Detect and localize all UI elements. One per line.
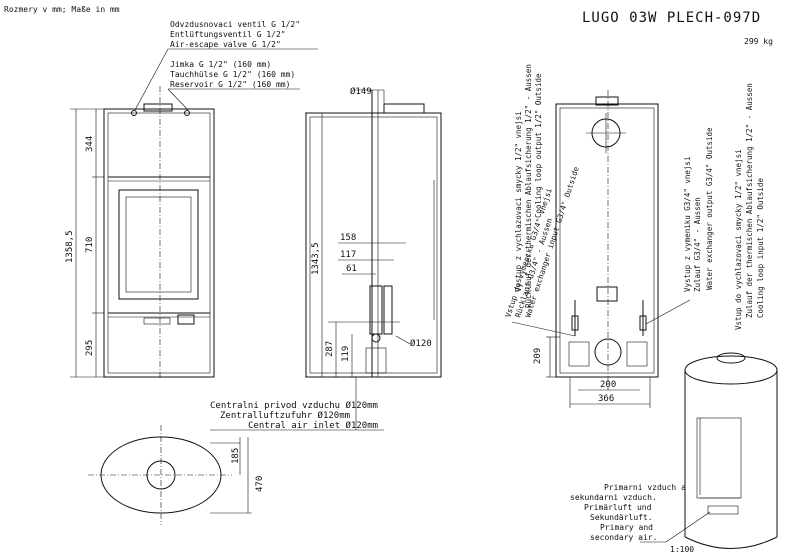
vent-label-en: Air-escape valve G 1/2" (170, 40, 281, 49)
dim-185: 185 (231, 448, 241, 464)
sensor-label-en: Reservoir G 1/2" (160 mm) (170, 80, 290, 89)
dim-dia149: Ø149 (350, 86, 372, 97)
label-d2: Zulauf der thermischen Ablaufsicherung 1… (745, 83, 754, 318)
label-c1: Vystup z vymeniku G3/4" vnejsi (683, 157, 692, 292)
rear-dimensions: 209 200 366 (533, 336, 651, 408)
dim-470: 470 (255, 476, 265, 492)
vent-label-cz: Odvzdusnovaci ventil G 1/2" (170, 20, 300, 29)
air-inlet-callout: Centralni privod vzduchu Ø120mm Zentrall… (210, 377, 384, 431)
dim-287: 287 (325, 341, 335, 357)
sensor-callout: Jimka G 1/2" (160 mm) Tauchhülse G 1/2" … (167, 60, 300, 111)
label-d1: Vstup do vychlazovaci smycky 1/2" vnejsi (734, 149, 743, 330)
dim-117: 117 (340, 250, 356, 260)
label-b1: Vystup z vychlazovaci smycky 1/2" vnejsi (514, 111, 523, 292)
primary-label-1: Primarni vzduch a (604, 483, 686, 492)
air-label-de: Zentralluftzufuhr Ø120mm (220, 410, 350, 421)
primary-label-4: Sekundärluft. (590, 513, 653, 522)
dim-dia120: Ø120 (410, 338, 432, 349)
dim-209: 209 (533, 348, 543, 364)
label-b2: Rücklauf der thermischen Ablaufsicherung… (524, 64, 533, 308)
dim-1343: 1343,5 (311, 242, 321, 275)
dim-200: 200 (600, 380, 616, 390)
side-dimensions: Ø149 1343,5 158 117 61 287 119 Ø120 (305, 86, 432, 378)
connection-labels-right: Vystup z vymeniku G3/4" vnejsi Zulauf G3… (645, 83, 765, 330)
front-view (103, 86, 215, 380)
sensor-label-de: Tauchhülse G 1/2" (160 mm) (170, 70, 295, 79)
label-c2: Zulauf G3/4" - Aussen (693, 197, 702, 292)
primary-air-callout: Primarni vzduch a sekundarni vzduch. Pri… (570, 483, 711, 543)
vent-label-de: Entlüftungsventil G 1/2" (170, 30, 286, 39)
dim-366: 366 (598, 394, 614, 404)
units-note: Rozmery v mm; Maße in mm (4, 5, 120, 14)
air-label-en: Central air inlet Ø120mm (248, 420, 378, 431)
label-c3: Water exchanger output G3/4" Outside (705, 127, 714, 290)
label-d3: Cooling loop input 1/2" Outside (756, 178, 765, 318)
air-label-cz: Centralni privod vzduchu Ø120mm (210, 400, 378, 411)
front-dimensions: 1358,5 344 710 295 (65, 108, 104, 378)
dim-61: 61 (346, 264, 357, 274)
connection-labels-left: Vstup do vymeniku G3/4" vnejsi Rücklauf … (503, 64, 581, 337)
top-view: 185 470 (88, 425, 265, 525)
primary-label-5: Primary and (600, 523, 653, 532)
primary-label-3: Primärluft und (584, 503, 652, 512)
label-b3: Cooling loop output 1/2" Outside (534, 73, 543, 218)
primary-label-2: sekundarni vzduch. (570, 493, 657, 502)
vent-callout: Odvzdusnovaci ventil G 1/2" Entlüftungsv… (134, 20, 318, 111)
isometric-view (684, 352, 778, 549)
dim-119: 119 (341, 346, 351, 362)
dim-1358: 1358,5 (65, 230, 75, 263)
sensor-label-cz: Jimka G 1/2" (160 mm) (170, 60, 271, 69)
scale-label: 1:100 (670, 545, 694, 554)
side-view (305, 90, 442, 378)
primary-label-6: secondary air. (590, 533, 657, 542)
weight-label: 299 kg (744, 37, 773, 46)
model-title: LUGO 03W PLECH-097D (582, 10, 761, 26)
dim-710: 710 (85, 237, 95, 253)
dim-344: 344 (85, 136, 95, 152)
dim-158: 158 (340, 233, 356, 243)
rear-view (555, 90, 659, 390)
dim-295: 295 (85, 340, 95, 356)
